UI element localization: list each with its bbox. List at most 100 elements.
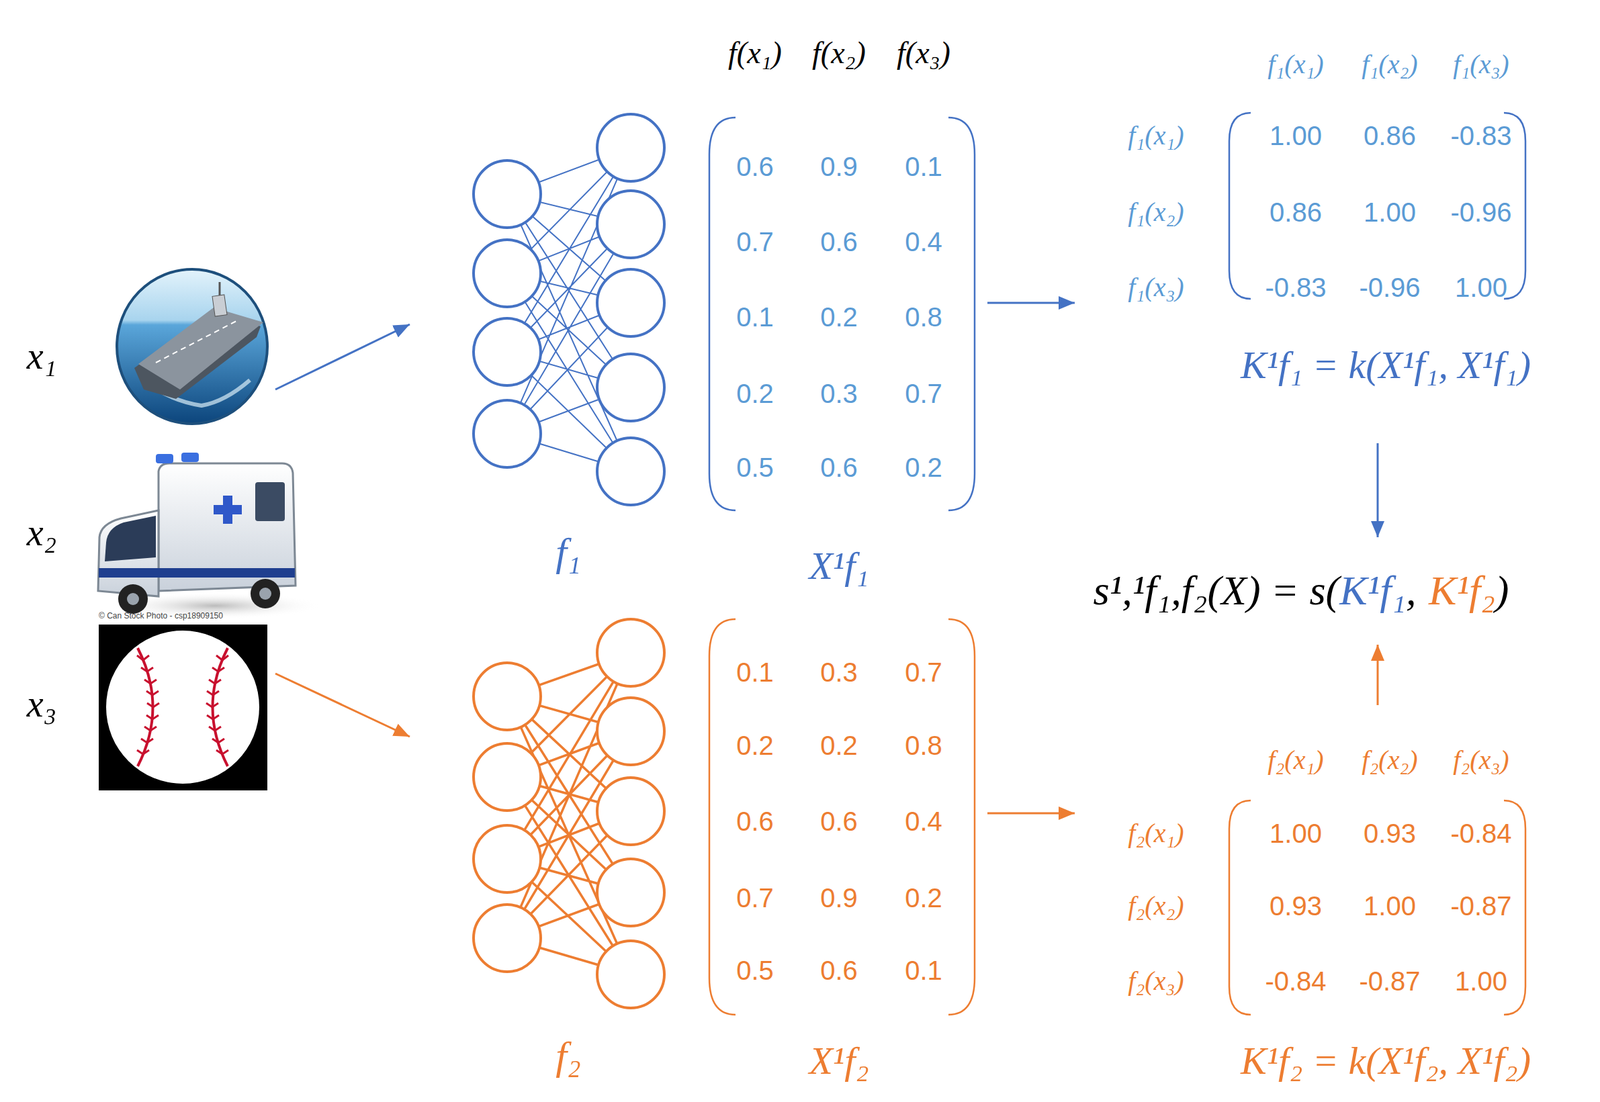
- matrix-value: 0.7: [904, 656, 943, 688]
- kernel-matrix-node: f₁(x₁)f₁(x₂)f₁(x₃)f₁(x₁)1.000.86-0.83f₁(…: [1074, 26, 1572, 444]
- kernel-header: f₁(x₂): [1127, 196, 1184, 228]
- image-node: x₁: [20, 265, 276, 430]
- van-window: [255, 482, 285, 522]
- kernel-header: f₂(x₂): [1127, 890, 1184, 922]
- kernel-header: f₂(x₃): [1127, 965, 1184, 997]
- network-f1: [473, 114, 665, 506]
- neuron: [473, 160, 541, 228]
- column-header: f(x₂): [812, 35, 866, 72]
- bracket: [709, 117, 736, 511]
- van-cross: [213, 495, 242, 524]
- formula-part: K¹f₁: [1339, 566, 1406, 615]
- matrix-value: 0.2: [736, 378, 774, 410]
- arrow-connector: [987, 302, 1075, 305]
- arrow-connector: [1376, 443, 1380, 538]
- matrix-value: 1.00: [1269, 818, 1322, 850]
- neuron: [597, 437, 665, 506]
- matrix-value: 0.4: [904, 226, 943, 258]
- matrix-value: -0.87: [1450, 890, 1512, 922]
- column-header: f(x₁): [728, 35, 782, 72]
- neuron: [473, 318, 541, 386]
- bracket: [1229, 112, 1251, 299]
- kernel-header: f₂(x₃): [1452, 744, 1509, 776]
- matrix-value: 0.93: [1363, 818, 1416, 850]
- matrix-value: 0.3: [820, 378, 858, 410]
- kernel-header: f₁(x₃): [1452, 49, 1509, 80]
- van-wheel: [250, 579, 281, 609]
- matrix-value: 0.1: [736, 656, 774, 688]
- matrix-value: 0.6: [820, 452, 858, 483]
- matrix-value: 1.00: [1363, 196, 1416, 228]
- bracket: [948, 619, 975, 1015]
- matrix-value: 1.00: [1454, 965, 1508, 997]
- matrix-node: f(x₁)f(x₂)f(x₃)0.60.90.10.70.60.40.10.20…: [705, 26, 988, 598]
- arrow-connector: [275, 673, 410, 737]
- formula-part: s¹,¹f₁,f₂(X) = s(: [1093, 566, 1341, 615]
- neuron: [597, 777, 665, 846]
- matrix-value: 1.00: [1269, 120, 1322, 152]
- similarity-formula-node: s¹,¹f₁,f₂(X) = s(K¹f₁,K¹f₂): [1073, 537, 1530, 645]
- matrix-value: 0.9: [820, 151, 858, 183]
- matrix-value: -0.84: [1450, 818, 1512, 850]
- kernel-header: f₁(x₂): [1361, 49, 1418, 80]
- ship-island: [212, 294, 228, 317]
- neuron: [473, 904, 541, 972]
- matrix-node: 0.10.30.70.20.20.80.60.60.40.70.90.20.50…: [705, 607, 988, 1092]
- matrix-value: 0.1: [736, 301, 774, 333]
- column-header: f(x₃): [896, 35, 951, 72]
- matrix-value: -0.96: [1450, 196, 1512, 228]
- van-light: [155, 454, 174, 464]
- deck-marking: [155, 321, 237, 363]
- bracket: [948, 117, 975, 511]
- kernel-header: f₂(x₁): [1267, 744, 1324, 776]
- input-label: x₃: [26, 682, 57, 726]
- matrix-value: 0.6: [736, 806, 774, 837]
- baseball-picture: [98, 624, 268, 791]
- flight-deck: [138, 307, 264, 390]
- van-stripe: [98, 568, 295, 578]
- bracket: [1229, 800, 1251, 1015]
- matrix-value: 0.93: [1269, 890, 1322, 922]
- matrix-value: 0.2: [904, 452, 943, 483]
- matrix-value: -0.83: [1450, 120, 1512, 152]
- matrix-value: -0.96: [1358, 272, 1420, 303]
- matrix-value: 0.7: [736, 226, 774, 258]
- matrix-value: 0.7: [904, 378, 943, 410]
- kernel-header: f₂(x₁): [1127, 818, 1184, 850]
- kernel-header: f₂(x₂): [1361, 744, 1418, 776]
- neuron: [597, 941, 665, 1009]
- input-label: x₂: [26, 511, 57, 555]
- neuron: [597, 859, 665, 927]
- neuron: [597, 697, 665, 766]
- matrix-value: 0.2: [736, 730, 774, 762]
- ball-stitches: [137, 655, 229, 755]
- neuron: [473, 239, 541, 307]
- network-node: f₁: [409, 110, 669, 585]
- van-windshield: [104, 515, 156, 562]
- van-light: [181, 452, 199, 463]
- matrix-brackets: [709, 112, 1526, 1015]
- neuron: [473, 825, 541, 893]
- arrow-connector: [987, 812, 1075, 815]
- van-cab: [98, 510, 159, 597]
- kernel-header: f₁(x₃): [1127, 272, 1184, 303]
- matrix-value: 1.00: [1363, 890, 1416, 922]
- ambulance-picture: [98, 452, 323, 620]
- matrix-value: 0.8: [904, 301, 943, 333]
- kernel-formula: K¹f₁ = k(X¹f₁, X¹f₁): [1240, 343, 1531, 389]
- matrix-value: -0.83: [1264, 272, 1326, 303]
- ship-mast: [218, 282, 221, 296]
- network-node: f₂: [409, 607, 669, 1092]
- neuron: [597, 114, 665, 182]
- image-node: x₃: [20, 621, 276, 796]
- matrix-value: 0.3: [820, 656, 858, 688]
- neuron: [597, 353, 665, 422]
- matrix-value: 0.7: [736, 882, 774, 914]
- van-hub: [259, 587, 272, 600]
- watermark: © Can Stock Photo - csp18909150: [98, 611, 224, 621]
- matrix-value: 0.2: [820, 301, 858, 333]
- matrix-label: X¹f₂: [808, 1039, 869, 1085]
